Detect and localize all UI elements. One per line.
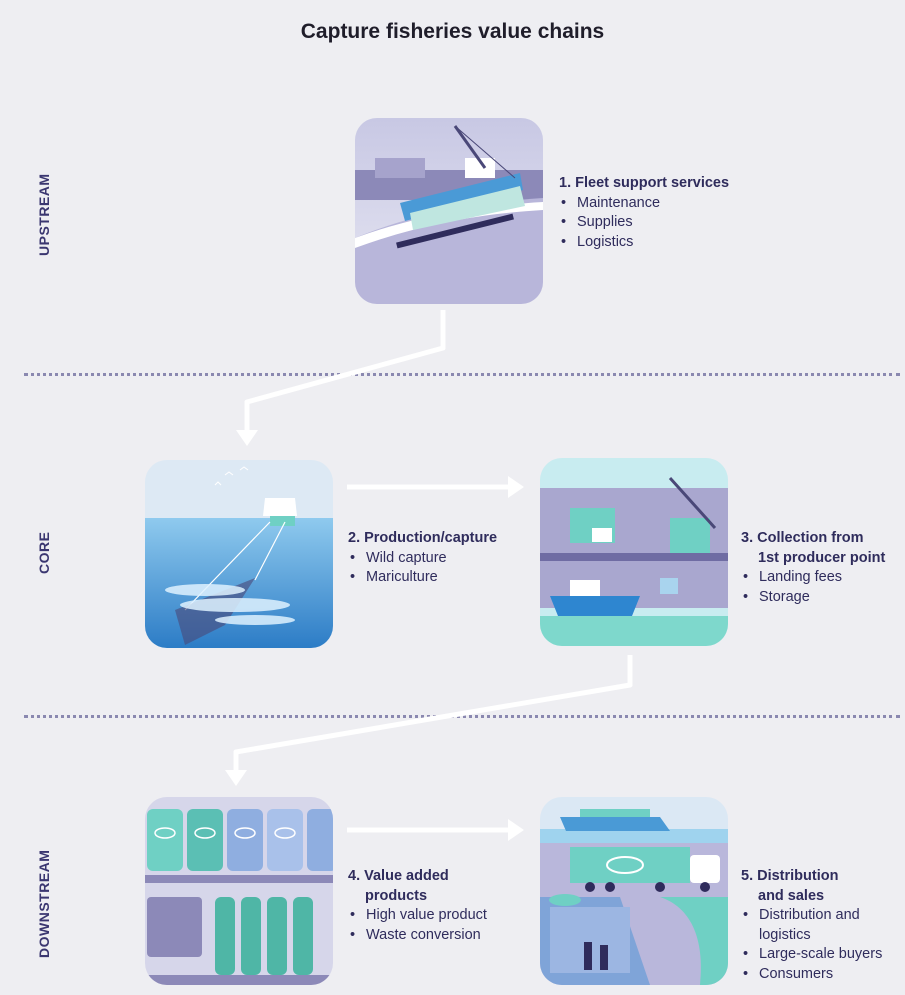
step-3-item-landing-fees: Landing fees	[741, 568, 885, 588]
step-2-heading: 2. Production/capture	[348, 530, 498, 546]
step-3-item-storage: Storage	[741, 588, 885, 608]
arrowhead-step5	[508, 819, 524, 841]
step-5-item-logistics-text: logistics	[759, 926, 811, 943]
step-4-heading-line1: 4. Value added	[348, 868, 449, 884]
step-2-item-wild-capture: Wild capture	[348, 549, 497, 569]
arrowhead-step2	[236, 430, 258, 446]
step-3-heading-line1: 3. Collection from	[741, 530, 864, 546]
step-5-item-consumers: Consumers	[741, 965, 882, 985]
step-5-heading-line2: and sales	[758, 887, 825, 904]
stage-divider-core-downstream	[24, 715, 900, 718]
step-4-caption: 4. Value added products High value produ…	[348, 867, 487, 945]
step-4-item-waste-conversion: Waste conversion	[348, 926, 487, 946]
step-3-caption: 3. Collection from 1st producer point La…	[741, 529, 885, 607]
truck-and-shop-illustration	[540, 797, 728, 985]
trawler-net-illustration	[145, 460, 333, 648]
canned-fish-shelves-illustration	[145, 797, 333, 985]
step-1-caption: 1. Fleet support services Maintenance Su…	[559, 174, 729, 252]
step-5-heading-line1: 5. Distribution	[741, 868, 839, 884]
step-1-heading: 1. Fleet support services	[559, 175, 730, 191]
arrow-step3-to-step4	[233, 655, 633, 770]
arrowhead-step4	[225, 770, 247, 786]
step-5-item-distribution: Distribution and	[741, 906, 882, 926]
step-5-item-large-scale-buyers: Large-scale buyers	[741, 945, 882, 965]
step-3-heading-line2: 1st producer point	[758, 549, 886, 566]
step-1-item-supplies: Supplies	[559, 213, 729, 233]
step-5-item-distribution-cont: logistics	[741, 926, 882, 946]
step-2-caption: 2. Production/capture Wild capture Maric…	[348, 529, 497, 588]
step-5-caption: 5. Distribution and sales Distribution a…	[741, 867, 882, 984]
arrow-step1-to-step2	[244, 310, 446, 430]
step-1-item-logistics: Logistics	[559, 233, 729, 253]
step-4-item-high-value-product: High value product	[348, 906, 487, 926]
stage-divider-upstream-core	[24, 373, 900, 376]
arrowhead-step3	[508, 476, 524, 498]
step-2-item-mariculture: Mariculture	[348, 568, 497, 588]
diagram-title: Capture fisheries value chains	[300, 20, 605, 43]
step-4-heading-line2: products	[365, 887, 428, 904]
step-1-item-maintenance: Maintenance	[559, 194, 729, 214]
harbour-landing-illustration	[540, 458, 728, 646]
ship-on-slipway-illustration	[355, 118, 543, 304]
